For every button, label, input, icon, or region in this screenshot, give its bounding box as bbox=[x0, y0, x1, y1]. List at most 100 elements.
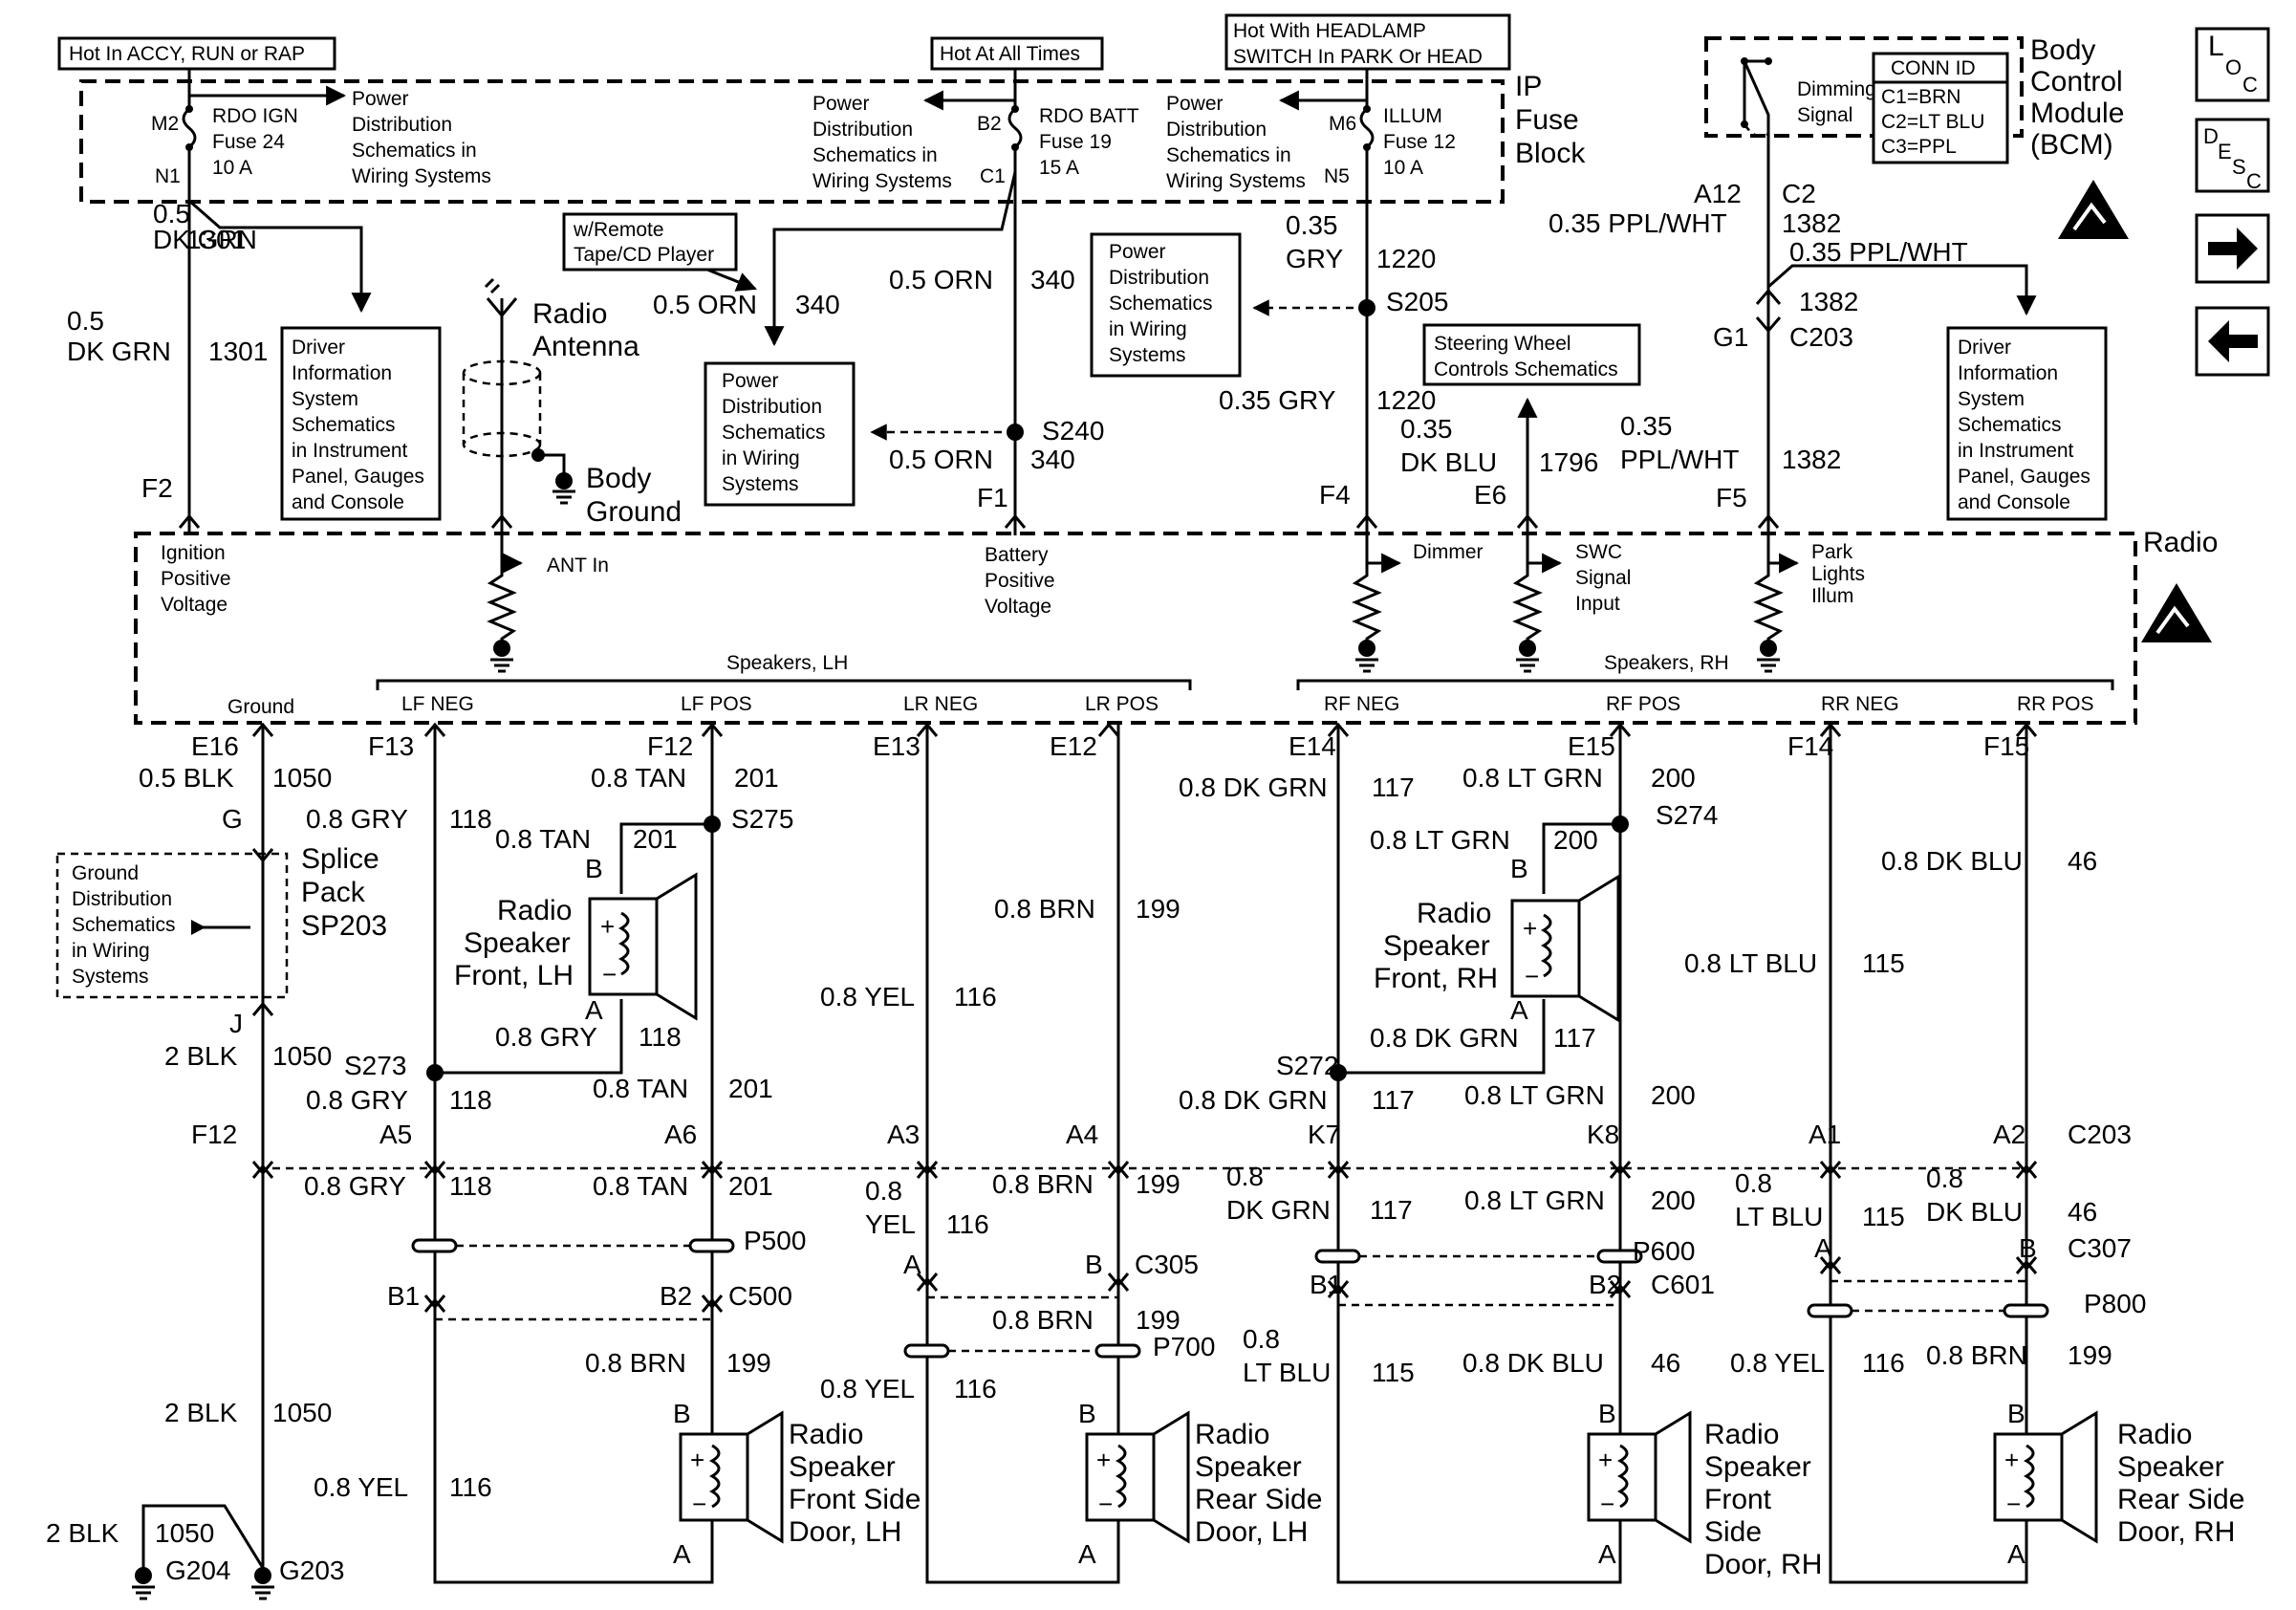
svg-text:Door, RH: Door, RH bbox=[2117, 1516, 2235, 1548]
wire-label: 116 bbox=[946, 1209, 989, 1239]
wire-label: 0.5 ORN bbox=[889, 265, 993, 294]
wire-116-lh bbox=[925, 725, 1120, 1584]
svg-text:C3=PPL: C3=PPL bbox=[1881, 136, 1957, 158]
svg-text:Speaker: Speaker bbox=[1704, 1451, 1811, 1483]
wire-label: 2 BLK bbox=[46, 1518, 119, 1548]
wire-label: P500 bbox=[744, 1226, 806, 1255]
svg-text:Systems: Systems bbox=[1109, 344, 1186, 366]
wire-label: C601 bbox=[1651, 1270, 1715, 1299]
svg-text:Pack: Pack bbox=[301, 877, 366, 908]
radio-title: Radio bbox=[2143, 527, 2218, 558]
fuse-24: M2 N1 RDO IGN Fuse 24 10 A bbox=[151, 69, 298, 187]
svg-text:Fuse 24: Fuse 24 bbox=[212, 131, 285, 153]
body-ground-label: Body Ground bbox=[586, 463, 682, 528]
wire-label: A bbox=[903, 1250, 921, 1279]
wire-label: 0.8 BRN bbox=[992, 1305, 1094, 1335]
fuse-12: M6 N5 ILLUM Fuse 12 10 A bbox=[1324, 69, 1456, 187]
svg-text:N1: N1 bbox=[155, 165, 181, 187]
wire-label: B bbox=[1078, 1399, 1096, 1428]
dimming-switch: Dimming Signal bbox=[1741, 57, 1876, 172]
bcm-title: Body Control Module (BCM) bbox=[2030, 34, 2124, 161]
wire-label: F2 bbox=[141, 473, 173, 503]
wire-label: 117 bbox=[1372, 1085, 1415, 1115]
svg-text:Radio: Radio bbox=[497, 895, 572, 926]
wire-label: 201 bbox=[728, 1074, 773, 1103]
wire-label: 0.8 YEL bbox=[314, 1472, 408, 1502]
svg-text:C1: C1 bbox=[980, 165, 1006, 187]
svg-text:10 A: 10 A bbox=[212, 157, 252, 179]
wire-label: 201 bbox=[734, 763, 779, 793]
wire-label: F5 bbox=[1716, 483, 1747, 512]
svg-text:Voltage: Voltage bbox=[161, 594, 227, 616]
wire-label: B bbox=[1598, 1399, 1616, 1428]
connector-c203-a1-a2 bbox=[1819, 1161, 2038, 1179]
svg-text:CONN ID: CONN ID bbox=[1891, 57, 1976, 79]
svg-text:Door, LH: Door, LH bbox=[789, 1516, 901, 1548]
wire-label: 0.8 GRY bbox=[306, 1085, 408, 1115]
wire-label: 118 bbox=[449, 1085, 492, 1115]
radio-ground-label: Ground bbox=[227, 696, 294, 718]
wire-label: G bbox=[222, 804, 243, 834]
speakers-lh-bus: Speakers, LH bbox=[376, 652, 1192, 690]
svg-text:in Wiring: in Wiring bbox=[72, 940, 150, 962]
svg-text:Fuse 19: Fuse 19 bbox=[1039, 131, 1112, 153]
svg-text:(BCM): (BCM) bbox=[2030, 129, 2113, 161]
svg-text:ILLUM: ILLUM bbox=[1383, 105, 1442, 127]
pds-ref-d: Power Distribution Schematics in Wiring … bbox=[704, 361, 856, 507]
svg-text:in Instrument: in Instrument bbox=[1958, 440, 2074, 462]
wire-label: 200 bbox=[1651, 763, 1696, 793]
wire-label: 46 bbox=[2068, 1197, 2097, 1227]
wire-label: 340 bbox=[1030, 445, 1075, 474]
wire-label: S272 bbox=[1276, 1051, 1338, 1080]
svg-text:D: D bbox=[2203, 124, 2219, 148]
svg-text:−: − bbox=[602, 960, 617, 989]
connector-c203-a3-a4 bbox=[916, 1161, 1130, 1179]
svg-text:C1=BRN: C1=BRN bbox=[1881, 86, 1960, 108]
wire-label: B2 bbox=[660, 1281, 692, 1311]
wire-label: 340 bbox=[795, 290, 840, 319]
wire-label: 1050 bbox=[272, 1398, 332, 1427]
wire-201-front bbox=[619, 822, 712, 894]
wire-label: J bbox=[229, 1009, 243, 1038]
wire-label: 1301 bbox=[208, 337, 268, 366]
svg-text:IP: IP bbox=[1515, 71, 1542, 102]
svg-text:Module: Module bbox=[2030, 98, 2124, 129]
pds-ref-c: Power Distribution Schematics in Wiring … bbox=[1166, 93, 1306, 192]
dimmer-circuit: Dimmer bbox=[1352, 535, 1484, 673]
speaker-f-door-rh-label: Radio Speaker Front Side Door, RH bbox=[1704, 1419, 1822, 1580]
wire-label: 0.8 LT GRN bbox=[1464, 1080, 1605, 1110]
radio-ign-pos: Ignition Positive Voltage bbox=[161, 542, 231, 616]
previous-page-button[interactable] bbox=[2195, 306, 2270, 377]
wire-label: 0.8 bbox=[1226, 1162, 1264, 1191]
svg-text:Radio: Radio bbox=[1417, 898, 1491, 929]
svg-text:Front: Front bbox=[1704, 1484, 1772, 1515]
description-button[interactable]: D E S C bbox=[2195, 118, 2270, 193]
fuse-19: B2 C1 RDO BATT Fuse 19 15 A bbox=[977, 69, 1139, 187]
wire-label: 0.8 DK GRN bbox=[1179, 772, 1328, 802]
connector-c601 bbox=[1327, 1280, 1632, 1307]
wire-label: A bbox=[1598, 1539, 1616, 1569]
bcm-outline bbox=[1704, 36, 2024, 138]
wire-label: LT BLU bbox=[1735, 1202, 1823, 1231]
connector-p500 bbox=[411, 1238, 735, 1253]
wire-label: 0.8 BRN bbox=[992, 1169, 1094, 1199]
wire-label: B bbox=[2019, 1233, 2037, 1263]
wire-label: 116 bbox=[1862, 1348, 1905, 1378]
wire-label: C500 bbox=[728, 1281, 792, 1311]
svg-text:Ground: Ground bbox=[72, 862, 139, 884]
wire-label: 199 bbox=[1136, 1169, 1180, 1199]
speaker-fs-door-lh-icon: + − bbox=[679, 1405, 784, 1568]
location-button[interactable]: L O C bbox=[2195, 27, 2270, 102]
svg-text:−: − bbox=[1600, 1490, 1614, 1518]
svg-text:Dimming: Dimming bbox=[1797, 78, 1876, 100]
wire-115 bbox=[1829, 725, 2028, 1584]
wire-label: 2 BLK bbox=[164, 1398, 238, 1427]
next-page-button[interactable] bbox=[2195, 213, 2270, 284]
wire-label: S275 bbox=[731, 804, 793, 834]
svg-text:Splice: Splice bbox=[301, 843, 379, 875]
wire-label: 1050 bbox=[272, 1041, 332, 1071]
connector-c203-a5-a6 bbox=[423, 1161, 724, 1179]
svg-text:+: + bbox=[1598, 1446, 1613, 1474]
wire-label: 0.8 BRN bbox=[1926, 1340, 2027, 1370]
svg-text:Radio: Radio bbox=[1704, 1419, 1779, 1450]
